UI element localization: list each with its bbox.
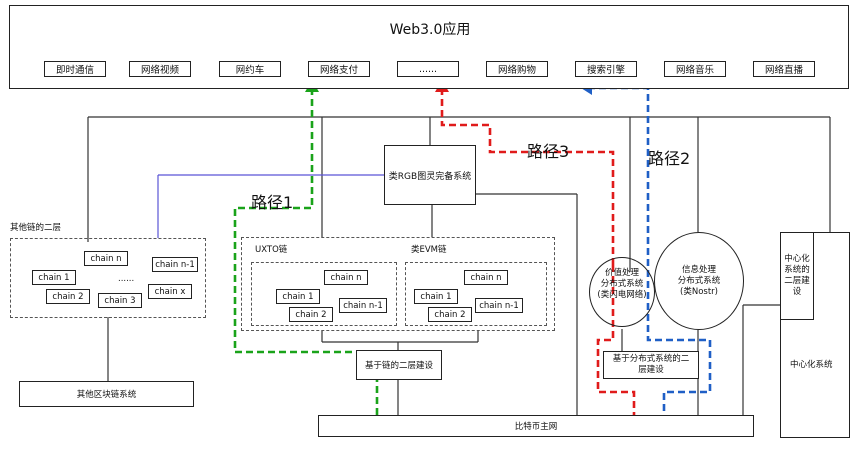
other-blockchain-systems: 其他区块链系统 (19, 381, 194, 407)
chain-group-outer (241, 237, 555, 331)
value-proc-text: 价值处理 分布式系统 (类闪电网络) (584, 268, 660, 301)
centralized-l2-box: 中心化 系统的 二层建 设 (780, 232, 814, 320)
app-ride-hailing: 网约车 (219, 61, 281, 77)
other-l2-title: 其他链的二层 (10, 223, 62, 233)
chain-label: chain n (90, 253, 122, 264)
app-label: 搜索引擎 (586, 65, 625, 76)
web3-title: Web3.0应用 (389, 22, 471, 38)
bitcoin-mainnet-label: 比特币主网 (514, 422, 558, 432)
utxo-chain-n: chain n (324, 270, 368, 285)
value-proc-line-3: (类闪电网络) (597, 290, 647, 300)
evm-title: 类EVM链 (411, 245, 447, 255)
chain-label: chain n (330, 272, 362, 283)
app-online-payment: 网络支付 (308, 61, 370, 77)
app-online-video: 网络视频 (129, 61, 191, 77)
info-proc-line-2: 分布式系统 (677, 276, 721, 286)
chain-label: chain 1 (420, 291, 452, 302)
path-1-label: 路径1 (251, 193, 294, 212)
chain-label: chain 1 (38, 272, 70, 283)
evm-chain-1: chain 1 (414, 289, 458, 304)
utxo-chain-2: chain 2 (289, 307, 333, 322)
evm-chain-n: chain n (464, 270, 508, 285)
chain-label: chain n (470, 272, 502, 283)
chain-label: chain 3 (104, 295, 136, 306)
centralized-system-label: 中心化系统 (790, 360, 833, 370)
chain-label: chain n-1 (479, 300, 519, 311)
info-proc-line-1: 信息处理 (681, 265, 716, 275)
dist-l2-line-1: 基于分布式系统的二 (612, 354, 690, 364)
info-proc-text: 信息处理 分布式系统 (类Nostr) (654, 265, 744, 298)
value-proc-line-1: 价值处理 (604, 268, 639, 278)
other-l2-chain-1: chain 1 (32, 270, 76, 285)
app-online-music: 网络音乐 (664, 61, 726, 77)
app-ellipsis: ...... (397, 61, 459, 77)
distributed-l2-box: 基于分布式系统的二 层建设 (603, 351, 699, 379)
utxo-chain-group (251, 262, 397, 326)
chain-label: chain 2 (295, 309, 327, 320)
path-2-label: 路径2 (648, 149, 691, 168)
chain-label: chain 2 (434, 309, 466, 320)
path-3-label: 路径3 (527, 142, 570, 161)
utxo-title: UXTO链 (255, 245, 288, 255)
other-l2-group (10, 238, 206, 318)
app-label: 网络视频 (140, 65, 179, 76)
app-label: 网络音乐 (675, 65, 714, 76)
rgb-system-label: 类RGB图灵完备系统 (388, 171, 472, 182)
dist-l2-line-2: 层建设 (638, 365, 664, 375)
app-search-engine: 搜索引擎 (575, 61, 637, 77)
other-l2-chain-2: chain 2 (46, 289, 90, 304)
evm-chain-2: chain 2 (428, 307, 472, 322)
chain-label: chain x (154, 286, 186, 297)
central-l2-line-1: 中心化 (784, 254, 810, 264)
info-proc-line-3: (类Nostr) (680, 287, 718, 297)
chain-label: chain 1 (282, 291, 314, 302)
app-label: 即时通信 (55, 65, 94, 76)
info-processing-distributed-system (654, 232, 744, 330)
utxo-chain-n-1: chain n-1 (339, 298, 387, 313)
app-instant-messaging: 即时通信 (44, 61, 106, 77)
rgb-turing-complete-system: 类RGB图灵完备系统 (384, 145, 476, 205)
other-l2-chain-3: chain 3 (98, 293, 142, 308)
chain-label: chain n-1 (343, 300, 383, 311)
app-label: 网络购物 (497, 65, 536, 76)
other-l2-chain-n: chain n (84, 251, 128, 266)
other-l2-chain-x: chain x (148, 284, 192, 299)
app-label: 网络支付 (319, 65, 358, 76)
evm-chain-group (405, 262, 547, 326)
app-online-shopping: 网络购物 (486, 61, 548, 77)
chain-label: chain 2 (52, 291, 84, 302)
other-l2-ellipsis: ...... (118, 274, 135, 284)
other-chain-system-label: 其他区块链系统 (76, 390, 137, 400)
bitcoin-mainnet-box: 比特币主网 (318, 415, 754, 437)
chain-based-l2-box: 基于链的二层建设 (356, 350, 442, 380)
central-l2-line-4: 设 (792, 287, 802, 297)
other-l2-chain-n-1: chain n-1 (152, 257, 198, 272)
app-live-streaming: 网络直播 (753, 61, 815, 77)
value-proc-line-2: 分布式系统 (600, 279, 644, 289)
central-l2-line-3: 二层建 (784, 276, 810, 286)
central-l2-line-2: 系统的 (784, 265, 810, 275)
chain-l2-label: 基于链的二层建设 (364, 361, 433, 371)
chain-label: chain n-1 (155, 259, 195, 270)
app-label: ...... (418, 63, 438, 75)
app-label: 网络直播 (764, 65, 803, 76)
app-label: 网约车 (235, 65, 265, 76)
utxo-chain-1: chain 1 (276, 289, 320, 304)
evm-chain-n-1: chain n-1 (475, 298, 523, 313)
